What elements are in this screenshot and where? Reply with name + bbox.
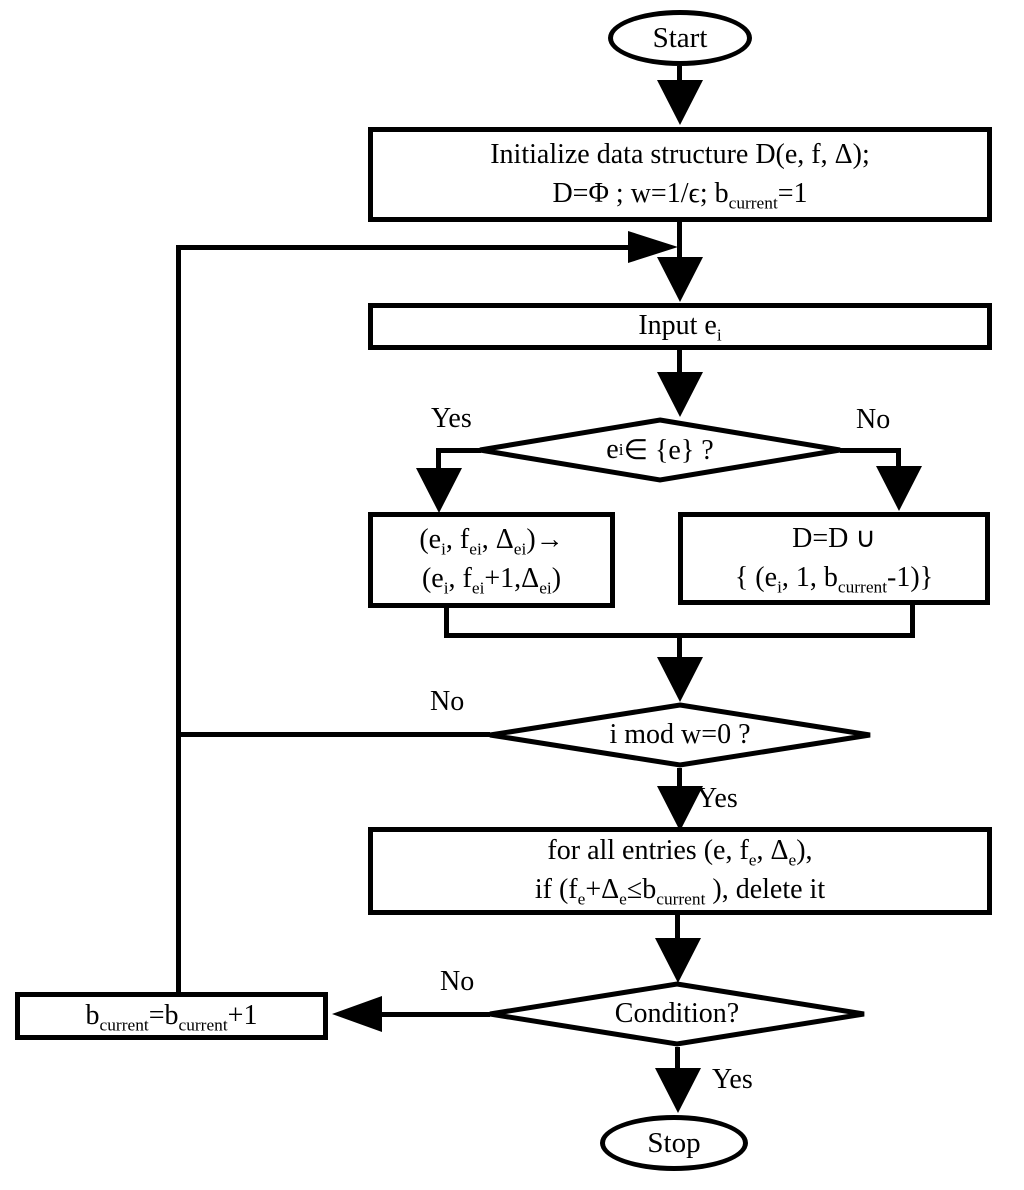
arrowhead-window-prune (657, 786, 703, 831)
window-decision-node: i mod w=0 ? (487, 702, 873, 768)
window-decision-label: i mod w=0 ? (609, 719, 751, 750)
edge-membership-no-h (840, 448, 901, 453)
condition-diamond-shape (489, 981, 865, 1047)
membership-diamond-shape (479, 417, 841, 483)
initialize-line1: Initialize data structure D(e, f, Δ); (490, 138, 870, 170)
edge-condition-yes (675, 1047, 680, 1072)
initialize-node: Initialize data structure D(e, f, Δ); D=… (368, 127, 992, 222)
initialize-line2: D=Φ ; w=1/ϵ; bcurrent=1 (552, 177, 808, 213)
update-existing-line1: (ei, fei, Δei)→ (419, 524, 564, 559)
edge-merge-window (677, 636, 682, 660)
window-diamond-shape (489, 702, 871, 768)
insert-new-line1: D=D ∪ (792, 522, 876, 554)
start-node: Start (608, 10, 752, 66)
arrowhead-prune-condition (655, 938, 701, 983)
arrowhead-merge-window (657, 657, 703, 702)
edge-init-junction (677, 222, 682, 260)
edge-membership-no-v (896, 448, 901, 468)
edge-membership-yes-v (436, 448, 441, 472)
prune-line1: for all entries (e, fe, Δe), (547, 835, 813, 870)
condition-decision-node: Condition? (487, 981, 867, 1047)
insert-new-node: D=D ∪ { (ei, 1, bcurrent-1)} (678, 512, 990, 605)
stop-node: Stop (600, 1115, 748, 1171)
edge-prune-condition (675, 915, 680, 941)
edge-window-yes (677, 768, 682, 792)
merge-line (444, 633, 915, 638)
increment-bucket-label: bcurrent=bcurrent+1 (85, 999, 258, 1035)
prune-line2: if (fe+Δe≤bcurrent ), delete it (534, 874, 826, 909)
label-yes-condition: Yes (712, 1064, 753, 1095)
label-no-membership: No (856, 404, 891, 435)
label-no-window: No (430, 686, 465, 717)
loopback-left-rail (176, 245, 181, 992)
edge-update-merge (444, 606, 449, 638)
label-yes-window: Yes (697, 783, 738, 814)
input-label: Input ei (638, 310, 722, 345)
edge-input-membership (677, 350, 682, 374)
prune-node: for all entries (e, fe, Δe), if (fe+Δe≤b… (368, 827, 992, 915)
input-node: Input ei (368, 303, 992, 350)
edge-condition-no-h (380, 1012, 490, 1017)
insert-new-line2: { (ei, 1, bcurrent-1)} (734, 561, 934, 597)
edge-start-init (677, 66, 682, 82)
start-label: Start (652, 21, 708, 54)
edge-insert-merge (910, 603, 915, 638)
loopback-top-line (176, 245, 628, 250)
condition-decision-label: Condition? (614, 998, 740, 1029)
arrowhead-start-init (657, 80, 703, 125)
update-existing-node: (ei, fei, Δei)→ (ei, fei+1,Δei) (368, 512, 615, 608)
increment-bucket-node: bcurrent=bcurrent+1 (15, 992, 328, 1040)
label-no-condition: No (440, 966, 475, 997)
stop-label: Stop (647, 1126, 701, 1159)
edge-window-no-loopback (178, 732, 490, 737)
label-yes-membership: Yes (431, 403, 472, 434)
arrowhead-junction-input (657, 257, 703, 302)
arrowhead-input-membership (657, 372, 703, 417)
edge-membership-yes-h (436, 448, 481, 453)
update-existing-line2: (ei, fei+1,Δei) (421, 563, 562, 598)
arrowhead-yes-update (416, 468, 462, 513)
arrowhead-condition-increment (332, 996, 382, 1032)
arrowhead-condition-stop (655, 1068, 701, 1113)
arrowhead-no-insert (876, 466, 922, 511)
